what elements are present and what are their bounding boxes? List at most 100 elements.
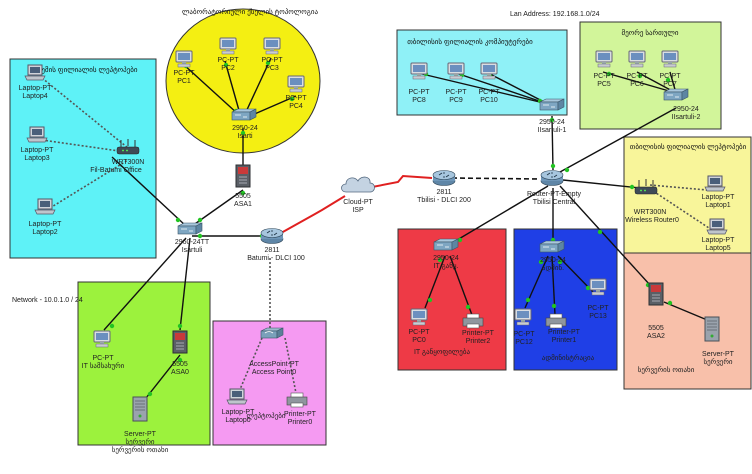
svg-text:IIsartuli-2: IIsartuli-2 xyxy=(672,114,701,121)
printer1[interactable]: Printer-PT Printer1 xyxy=(545,313,581,344)
pc13[interactable]: PC-PT PC13 xyxy=(588,278,610,320)
zone-wireless-right xyxy=(623,136,752,254)
svg-text:PC1: PC1 xyxy=(177,78,191,85)
serial-links xyxy=(280,174,433,234)
svg-text:PC-PT: PC-PT xyxy=(174,70,196,77)
router-batumi[interactable]: 2811 Batumi - DLCI 100 xyxy=(247,228,305,263)
svg-text:2811: 2811 xyxy=(436,189,451,196)
svg-text:Laptop-PT: Laptop-PT xyxy=(702,194,735,201)
pc3[interactable]: PC-PT PC3 xyxy=(262,37,284,72)
pc4[interactable]: PC-PT PC4 xyxy=(286,75,308,110)
svg-text:PC-PT: PC-PT xyxy=(446,89,468,96)
asa0[interactable]: 5505 ASA0 xyxy=(171,330,189,376)
svg-text:AccessPoint-PT: AccessPoint-PT xyxy=(249,361,300,368)
svg-text:Laptop0: Laptop0 xyxy=(225,417,250,424)
pc1[interactable]: PC-PT PC1 xyxy=(174,50,196,85)
svg-text:Isarti: Isarti xyxy=(237,133,253,140)
lan-address: Lan Address: 192.168.1.0/24 xyxy=(510,11,600,18)
router-central[interactable]: Router-PT-Empty Tbilisi Central xyxy=(527,170,582,207)
svg-text:PC-PT: PC-PT xyxy=(514,331,536,338)
svg-text:ASA1: ASA1 xyxy=(234,201,252,208)
wrt300n-batumi[interactable]: WRT300N Fil-Batumi Office xyxy=(90,138,145,174)
router-tbilisi[interactable]: 2811 Tbilisi - DLCI 200 xyxy=(417,170,471,205)
laptop3[interactable]: Laptop-PT Laptop3 xyxy=(21,126,54,162)
laptop1[interactable]: Laptop-PT Laptop1 xyxy=(702,175,735,209)
svg-text:Laptop3: Laptop3 xyxy=(24,155,49,162)
server-left[interactable]: Server-PT სერვერი xyxy=(124,396,157,446)
pc9[interactable]: PC-PT PC9 xyxy=(446,62,468,104)
zone-title-batumi: ბათუმის ფილიალის ლეპტოპები xyxy=(28,66,137,74)
svg-text:PC10: PC10 xyxy=(480,97,498,104)
zone-title-blue: ადმინისტრაცია xyxy=(542,354,595,362)
svg-text:PC3: PC3 xyxy=(265,65,279,72)
zone-floor2 xyxy=(579,21,722,130)
svg-text:2960-24TT: 2960-24TT xyxy=(175,239,210,246)
svg-text:Tbilisi - DLCI 200: Tbilisi - DLCI 200 xyxy=(417,197,471,204)
svg-text:Server-PT: Server-PT xyxy=(124,431,157,438)
svg-text:PC4: PC4 xyxy=(289,103,303,110)
switch-blue[interactable]: 2950-24 ადმინ. xyxy=(539,240,566,272)
zone-title-wireless-right: თბილისის ფილიალის ლეპტოპები xyxy=(630,143,747,151)
network-address: Network - 10.0.1.0 / 24 xyxy=(12,297,83,304)
svg-text:PC12: PC12 xyxy=(515,339,533,346)
svg-text:ISP: ISP xyxy=(352,207,364,214)
switch-isartuli[interactable]: 2960-24TT Isartuli xyxy=(175,222,210,254)
svg-text:WRT300N: WRT300N xyxy=(112,159,145,166)
svg-text:Laptop5: Laptop5 xyxy=(705,245,730,252)
svg-text:Router-PT-Empty: Router-PT-Empty xyxy=(527,191,582,198)
svg-text:სერვერი: სერვერი xyxy=(703,358,732,366)
pc2[interactable]: PC-PT PC2 xyxy=(218,37,240,72)
laptop5[interactable]: Laptop-PT Laptop5 xyxy=(702,218,735,252)
svg-text:PC-PT: PC-PT xyxy=(262,57,284,64)
svg-text:PC2: PC2 xyxy=(221,65,235,72)
pc10[interactable]: PC-PT PC10 xyxy=(479,62,501,104)
svg-text:Printer1: Printer1 xyxy=(552,337,577,344)
pc-it[interactable]: PC-PT IT სამსახური xyxy=(82,330,125,370)
pc8[interactable]: PC-PT PC8 xyxy=(409,62,431,104)
svg-text:Printer-PT: Printer-PT xyxy=(548,329,581,336)
asa2[interactable]: 5505 ASA2 xyxy=(647,282,665,340)
switch-it[interactable]: 2950-24 IT განყ. xyxy=(433,238,459,270)
svg-text:Laptop2: Laptop2 xyxy=(32,229,57,236)
pc6[interactable]: PC-PT PC6 xyxy=(627,50,649,88)
laptop2[interactable]: Laptop-PT Laptop2 xyxy=(29,198,62,236)
zone-title-floor2: მეორე სართული xyxy=(622,29,679,37)
asa1[interactable]: 5505 ASA1 xyxy=(234,164,252,208)
svg-text:Laptop-PT: Laptop-PT xyxy=(29,221,62,228)
server-room-caption-right: სერვერის ოთახი xyxy=(638,366,695,374)
svg-text:2950-24: 2950-24 xyxy=(433,255,459,262)
svg-text:Laptop-PT: Laptop-PT xyxy=(702,237,735,244)
svg-text:PC-PT: PC-PT xyxy=(409,89,431,96)
pc12[interactable]: PC-PT PC12 xyxy=(514,308,536,346)
svg-text:PC-PT: PC-PT xyxy=(594,73,616,80)
laptop4[interactable]: Laptop-PT Laptop4 xyxy=(19,64,52,100)
svg-text:Server-PT: Server-PT xyxy=(702,351,735,358)
svg-text:Printer-PT: Printer-PT xyxy=(284,411,317,418)
links xyxy=(103,57,713,399)
pc5[interactable]: PC-PT PC5 xyxy=(594,50,616,88)
zone-pink-section xyxy=(212,320,327,446)
wrt300n-right[interactable]: WRT300N Wireless Router0 xyxy=(625,178,679,224)
cloud-isp[interactable]: Cloud-PT ISP xyxy=(341,176,375,214)
svg-text:Tbilisi Central: Tbilisi Central xyxy=(533,199,576,206)
svg-text:2811: 2811 xyxy=(264,247,279,254)
svg-text:PC-PT: PC-PT xyxy=(218,57,240,64)
zone-title-it-red: IT განყოფილება xyxy=(414,348,470,356)
switch-iisartuli-2[interactable]: 2950-24 IIsartuli-2 xyxy=(663,88,701,121)
top-title: ლაბორატორიული ქსელის ტოპოლოგია xyxy=(182,8,318,16)
printer0[interactable]: Printer-PT Printer0 xyxy=(284,392,317,426)
svg-text:PC-PT: PC-PT xyxy=(409,329,431,336)
svg-text:PC0: PC0 xyxy=(412,337,426,344)
svg-text:PC9: PC9 xyxy=(449,97,463,104)
pc0[interactable]: PC-PT PC0 xyxy=(409,308,431,344)
printer2[interactable]: Printer-PT Printer2 xyxy=(462,313,495,345)
access-point[interactable]: AccessPoint-PT Access Point0 xyxy=(249,327,300,376)
svg-text:Fil-Batumi Office: Fil-Batumi Office xyxy=(90,167,142,174)
pc7[interactable]: PC-PT PC7 xyxy=(660,50,682,88)
switch-isarti[interactable]: 2950-24 Isarti xyxy=(231,108,258,140)
server-right[interactable]: Server-PT სერვერი xyxy=(702,316,735,366)
switch-iisartuli-1[interactable]: 2950-24 IIsartuli-1 xyxy=(538,98,567,134)
svg-text:5505: 5505 xyxy=(648,325,664,332)
svg-text:IT განყ.: IT განყ. xyxy=(434,262,459,270)
laptop0[interactable]: Laptop-PT Laptop0 xyxy=(222,388,255,424)
